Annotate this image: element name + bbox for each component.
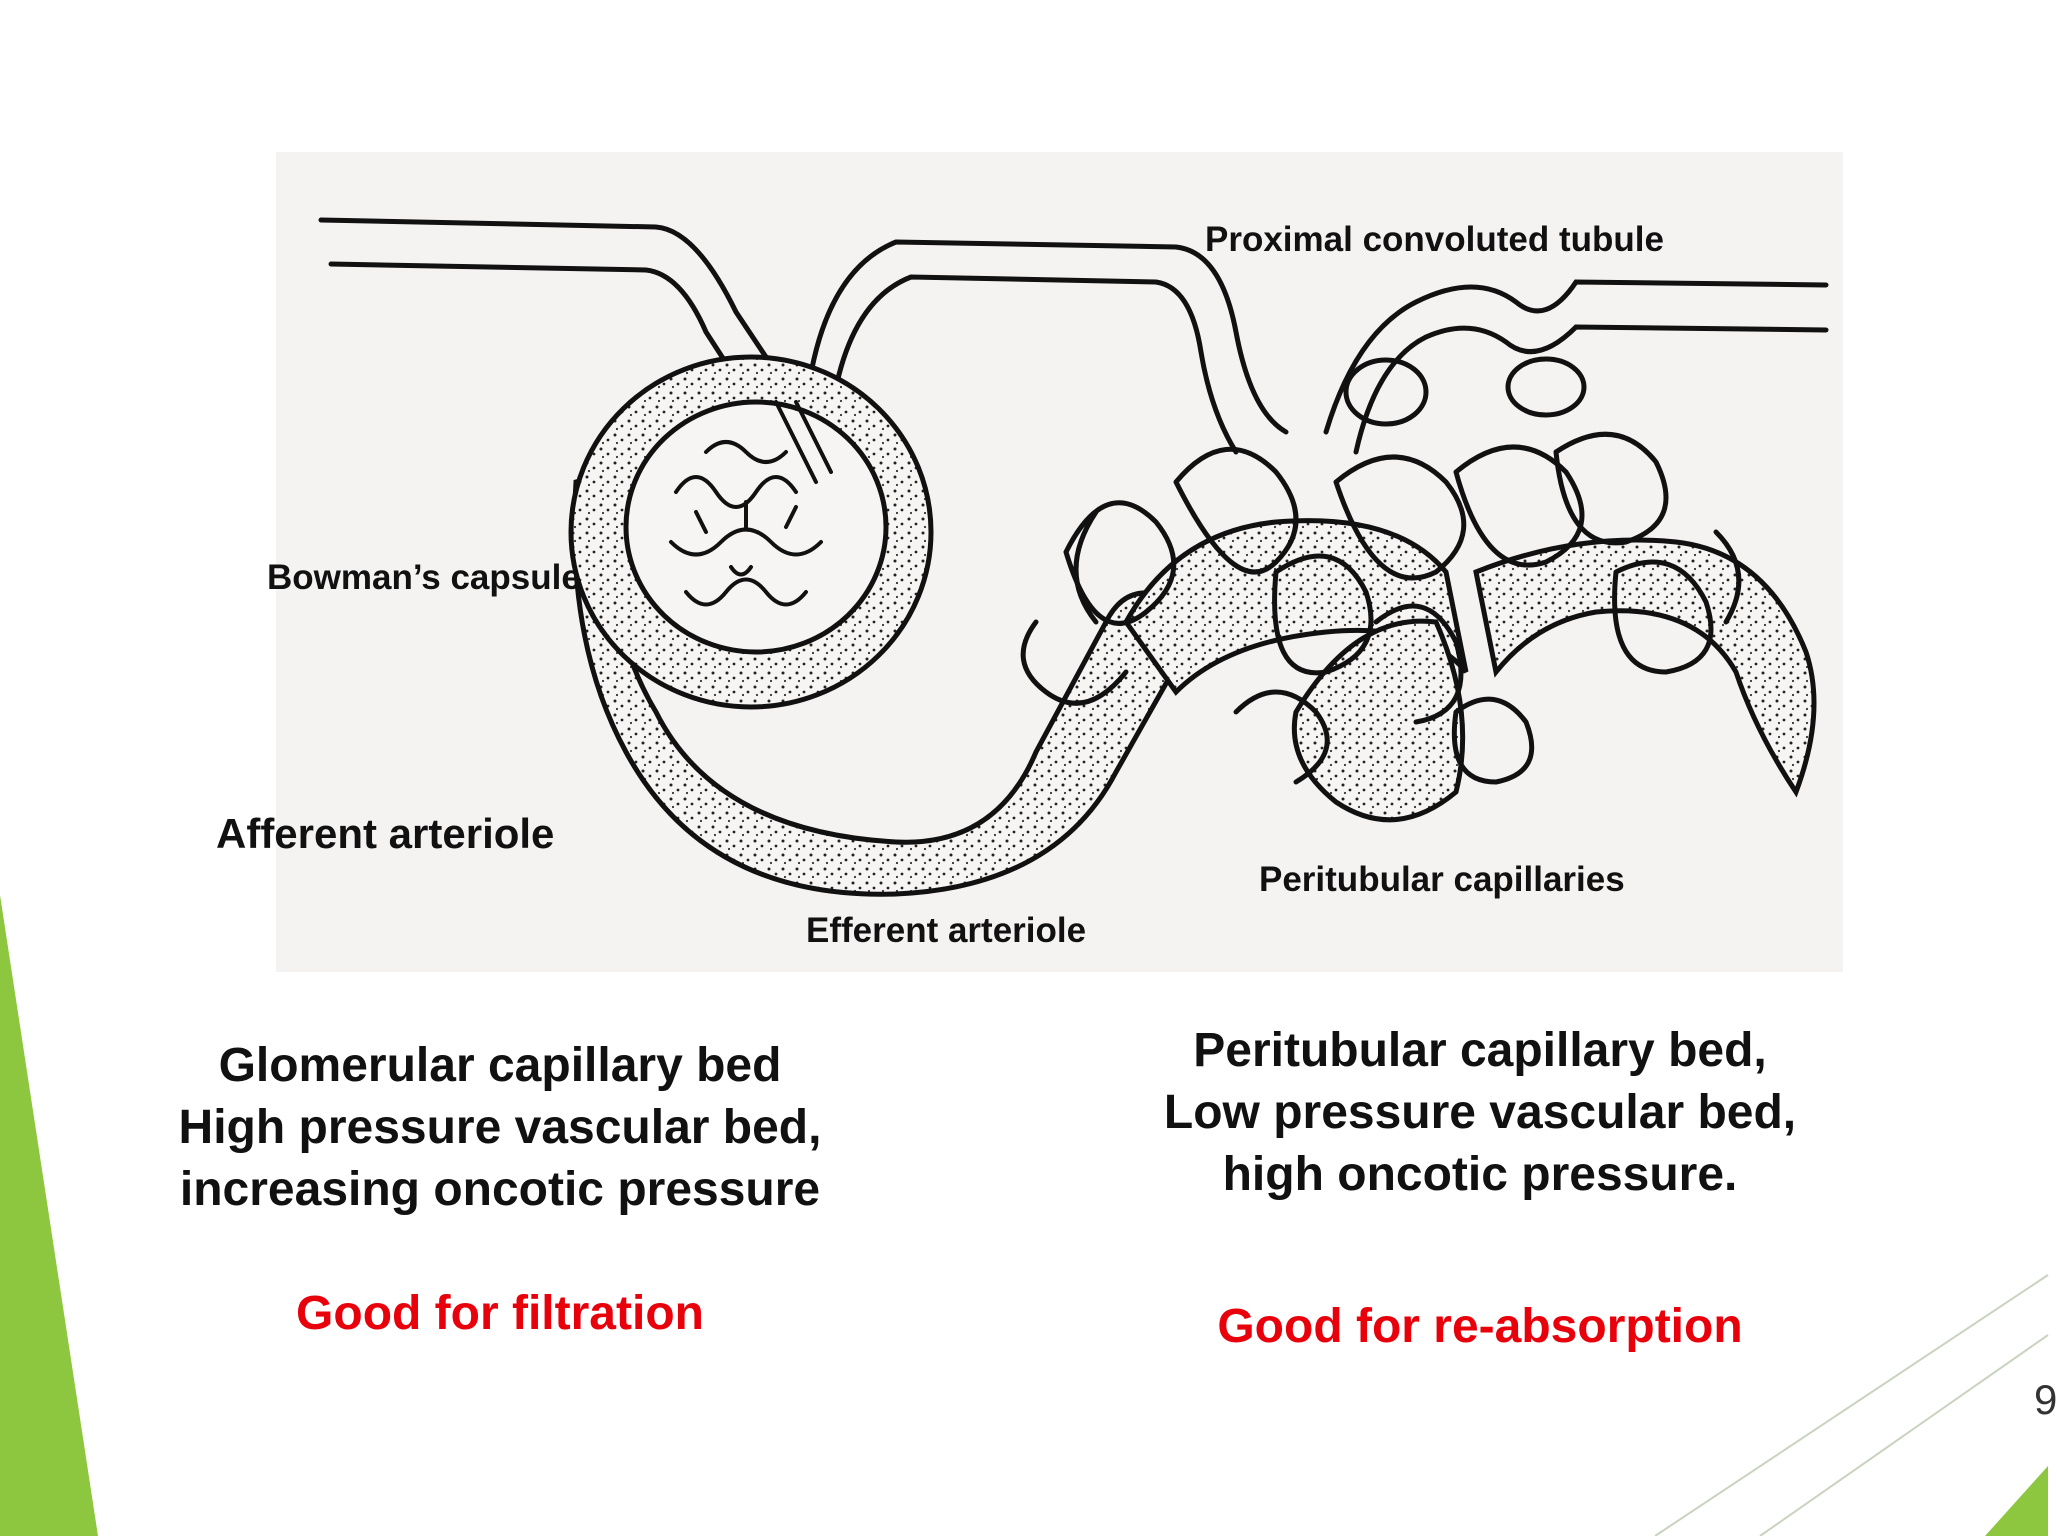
right-caption: Peritubular capillary bed, Low pressure … bbox=[1080, 1020, 1880, 1206]
corner-green-accent bbox=[1985, 1466, 2048, 1536]
left-green-accent bbox=[0, 895, 98, 1536]
corner-line-1 bbox=[1654, 1274, 2049, 1536]
page-number: 9 bbox=[2034, 1376, 2057, 1423]
label-peritubular-capillaries: Peritubular capillaries bbox=[1259, 860, 1625, 899]
right-conclusion: Good for re-absorption bbox=[1217, 1300, 1743, 1353]
bowmans-capsule-drawing bbox=[568, 354, 934, 710]
left-caption-line-2: High pressure vascular bed, bbox=[178, 1101, 822, 1154]
left-conclusion: Good for filtration bbox=[296, 1287, 704, 1340]
left-caption-line-1: Glomerular capillary bed bbox=[218, 1039, 782, 1092]
right-caption-line-3: high oncotic pressure. bbox=[1222, 1148, 1738, 1201]
right-caption-line-2: Low pressure vascular bed, bbox=[1163, 1086, 1797, 1139]
nephron-illustration bbox=[276, 152, 1843, 972]
label-proximal-tubule: Proximal convoluted tubule bbox=[1205, 220, 1664, 259]
label-bowmans-capsule: Bowman’s capsule bbox=[267, 558, 581, 597]
peritubular-capillary-drawing bbox=[1020, 431, 1817, 823]
label-efferent-arteriole: Efferent arteriole bbox=[806, 911, 1087, 950]
corner-line-2 bbox=[1759, 1334, 2049, 1536]
label-afferent-arteriole: Afferent arteriole bbox=[216, 810, 555, 857]
proximal-tubule-drawing bbox=[318, 217, 1829, 455]
right-caption-line-1: Peritubular capillary bed, bbox=[1193, 1024, 1767, 1077]
left-caption-line-3: increasing oncotic pressure bbox=[179, 1163, 821, 1216]
left-caption: Glomerular capillary bed High pressure v… bbox=[100, 1035, 900, 1221]
